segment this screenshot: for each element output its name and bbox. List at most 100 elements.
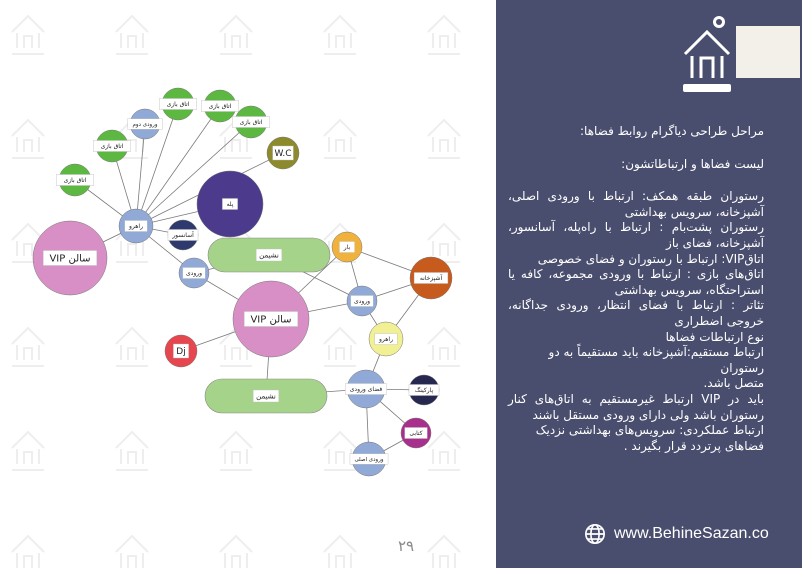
node-label: آسانسور	[171, 230, 194, 239]
node-label-box	[413, 272, 449, 284]
node-main-entrance: ورودی اصلی	[349, 441, 389, 477]
node-label-box	[243, 311, 298, 327]
node-label: سالن VIP	[49, 254, 90, 265]
node-label: کتابی	[409, 430, 422, 437]
node-label-box	[374, 333, 398, 345]
node-kitchen: آشپزخانه	[409, 256, 453, 300]
node-label-box	[173, 343, 189, 359]
node-elevator: آسانسور	[167, 219, 199, 251]
page-number: ۲۹	[398, 537, 415, 555]
paragraph-6: نوع ارتباطات فضاها	[665, 329, 764, 344]
node-label: اتاق بازی	[64, 177, 87, 184]
node-label: اتاق بازی	[209, 103, 232, 110]
house-watermark-icon	[115, 534, 149, 568]
node-game-room-1: اتاق بازی	[56, 163, 94, 197]
house-watermark-icon	[219, 430, 253, 471]
node-label-box	[127, 118, 163, 130]
node-seating-top: نشیمن	[207, 237, 331, 273]
node-game-room-5: اتاق بازی	[232, 105, 270, 139]
node-label: راهرو	[378, 336, 393, 343]
node-label: ورودی	[186, 270, 202, 277]
paragraph-10: ارتباط عملکردی: سرویس‌های بهداشتی نزدیک …	[535, 423, 764, 453]
node-label-box	[222, 198, 238, 210]
paragraph-1: رستوران طبقه همکف: ارتباط با ورودی اصلی،…	[508, 189, 764, 219]
node-label-box	[93, 140, 131, 152]
node-label-box	[167, 229, 199, 241]
paragraph-3: اتاقVIP: ارتباط با رستوران و فضای خصوصی	[537, 251, 764, 266]
node-bar: بار	[331, 231, 363, 263]
node-label-box	[255, 248, 283, 262]
node-label: فضای ورودی	[350, 386, 383, 393]
website-text: www.BehineSazan.co	[614, 525, 769, 542]
node-label-box	[56, 174, 94, 186]
node-waiting-hall: فضای ورودی	[345, 369, 387, 409]
node-parking: پارکینگ	[408, 374, 440, 406]
globe-icon	[585, 524, 605, 544]
node-vip-hall-center: سالن VIP	[232, 280, 310, 358]
node-label-box	[252, 389, 280, 403]
node-label: اتاق بازی	[167, 101, 190, 108]
node-label: W.C	[274, 149, 291, 159]
node-label: راهرو	[128, 223, 143, 230]
node-label-box	[182, 267, 206, 279]
house-watermark-icon	[115, 14, 149, 55]
node-label: پله	[227, 201, 234, 208]
house-watermark-icon	[427, 14, 461, 55]
node-label-box	[201, 100, 239, 112]
node-label: Dj	[176, 347, 185, 357]
node-label-box	[43, 250, 97, 266]
node-label: پارکینگ	[415, 386, 434, 394]
node-label-box	[159, 98, 197, 110]
node-label: نشیمن	[259, 252, 279, 260]
house-watermark-icon	[427, 534, 461, 568]
node-entrance-top: ورودی دوم	[127, 108, 163, 140]
paragraph-8: متصل باشد.	[703, 376, 764, 391]
connection-line	[135, 121, 252, 227]
node-label: اتاق بازی	[101, 143, 124, 150]
house-watermark-icon	[11, 14, 45, 55]
paragraph-9: باید در VIP ارتباط غیرمستقیم به اتاق‌های…	[508, 391, 764, 422]
subheading: لیست فضاها و ارتباطاتشون:	[621, 156, 764, 171]
node-label-box	[272, 145, 294, 161]
node-label-box	[404, 427, 428, 439]
node-stair: پله	[196, 170, 264, 238]
node-label: بار	[343, 244, 351, 251]
house-watermark-icon	[323, 534, 357, 568]
node-label: آشپزخانه	[420, 273, 443, 282]
logo-placeholder-box	[736, 26, 800, 78]
paragraph-5: تئاتر : ارتباط با فضای انتظار، ورودی جدا…	[508, 298, 764, 328]
node-label: سالن VIP	[250, 315, 291, 326]
house-watermark-icon	[323, 326, 357, 367]
node-seating-bottom: نشیمن	[204, 378, 328, 414]
house-watermark-icon	[219, 14, 253, 55]
node-game-room-3: اتاق بازی	[159, 87, 197, 121]
house-watermark-icon	[323, 118, 357, 159]
node-label-box	[345, 383, 387, 395]
node-label: ورودی دوم	[133, 122, 158, 128]
node-label-box	[339, 241, 355, 253]
house-watermark-icon	[219, 534, 253, 568]
node-dj: Dj	[164, 334, 198, 368]
house-watermark-icon	[11, 430, 45, 471]
text-panel: مراحل طراحی دیاگرام روابط فضاها: لیست فض…	[496, 0, 802, 568]
node-cashier: کتابی	[400, 417, 432, 449]
house-watermark-icon	[11, 534, 45, 568]
house-watermark-icon	[427, 326, 461, 367]
website-link[interactable]: www.BehineSazan.co	[584, 523, 784, 545]
house-watermark-icon	[323, 430, 357, 471]
node-entrance-left: ورودی	[178, 257, 210, 289]
node-label-box	[232, 116, 270, 128]
heading: مراحل طراحی دیاگرام روابط فضاها:	[580, 124, 764, 138]
node-label-box	[349, 453, 389, 465]
house-watermark-icon	[427, 430, 461, 471]
node-label: ورودی اصلی	[354, 457, 383, 463]
house-watermark-icon	[115, 430, 149, 471]
house-watermark-icon	[11, 118, 45, 159]
connection-line	[135, 105, 221, 227]
node-corridor-left: راهرو	[118, 208, 154, 244]
node-entrance-right: ورودی	[346, 285, 378, 317]
node-vip-hall-left: سالن VIP	[32, 220, 108, 296]
panel-content: مراحل طراحی دیاگرام روابط فضاها: لیست فض…	[508, 124, 764, 454]
